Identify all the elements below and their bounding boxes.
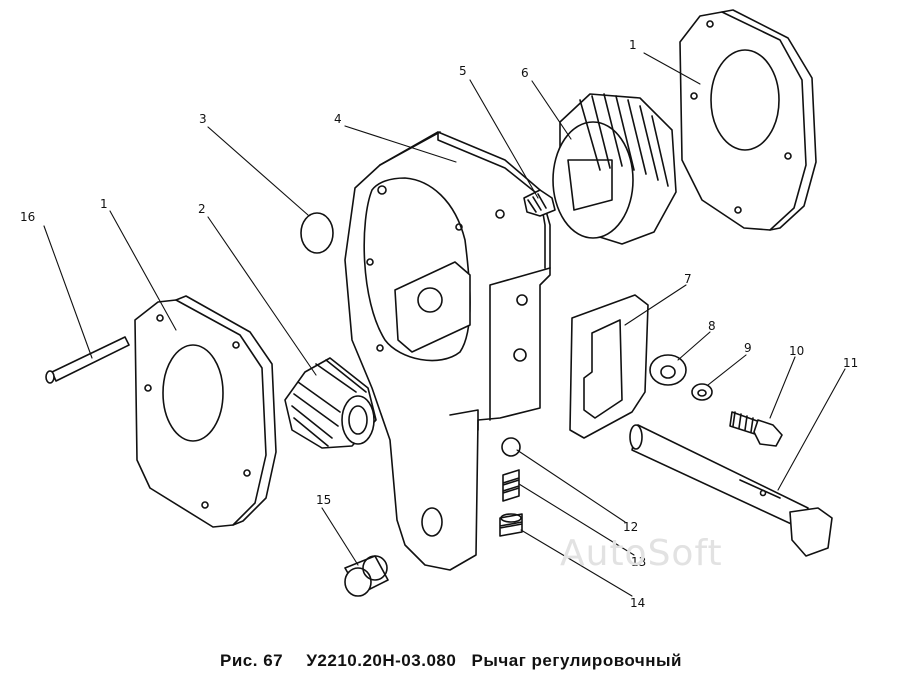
callout-4: 4 — [334, 112, 342, 126]
part-15-bushing — [344, 555, 389, 597]
callout-5: 5 — [459, 64, 467, 78]
callout-1-right: 1 — [629, 38, 637, 52]
part-1-gasket-left — [134, 295, 277, 528]
part-11-axle — [629, 424, 833, 557]
leader-16 — [43, 225, 93, 359]
callout-1-left: 1 — [100, 197, 108, 211]
leader-12 — [516, 449, 626, 523]
callout-numbers: 16 1 2 3 4 5 6 1 7 8 9 10 11 12 13 14 15 — [20, 38, 858, 610]
part-13-spring — [502, 469, 520, 502]
leader-15 — [321, 507, 359, 566]
leader-9 — [707, 354, 747, 386]
leader-2 — [207, 216, 317, 376]
part-2-worm — [284, 357, 377, 449]
leader-1-right — [643, 52, 701, 85]
leader-7 — [624, 284, 687, 326]
callout-12: 12 — [623, 520, 638, 534]
part-3-ring — [300, 212, 334, 254]
leader-1-left — [109, 210, 177, 331]
callout-10: 10 — [789, 344, 804, 358]
part-1-gasket-right — [679, 9, 817, 231]
callout-7: 7 — [684, 272, 692, 286]
callout-16: 16 — [20, 210, 35, 224]
watermark: AutoSoft — [560, 533, 723, 574]
figure-caption: Рис. 67 У2210.20Н-03.080 Рычаг регулиров… — [0, 651, 902, 671]
part-9-spring-washer — [691, 383, 713, 401]
callout-14: 14 — [630, 596, 645, 610]
callout-9: 9 — [744, 341, 752, 355]
part-code: У2210.20Н-03.080 — [306, 651, 457, 670]
part-10-bolt — [729, 411, 783, 447]
callout-6: 6 — [521, 66, 529, 80]
callout-13: 13 — [631, 555, 646, 569]
callout-3: 3 — [199, 112, 207, 126]
part-4-lever-body — [344, 131, 551, 571]
leader-lines — [43, 52, 846, 597]
leader-5 — [469, 79, 539, 199]
part-8-washer — [649, 354, 687, 386]
part-6-gear — [552, 93, 677, 245]
callout-2: 2 — [198, 202, 206, 216]
leader-11 — [777, 368, 846, 491]
figure-number: Рис. 67 — [220, 651, 284, 670]
callout-11: 11 — [843, 356, 858, 370]
part-12-ball — [501, 437, 521, 457]
leader-6 — [531, 80, 572, 140]
part-title: Рычаг регулировочный — [471, 651, 682, 670]
callout-8: 8 — [708, 319, 716, 333]
part-5-grease-nipple — [523, 189, 556, 217]
leader-8 — [677, 331, 711, 361]
callout-15: 15 — [316, 493, 331, 507]
part-7-plate — [569, 294, 649, 439]
part-16-pin — [45, 336, 130, 384]
leader-4 — [344, 125, 457, 163]
leader-14 — [520, 529, 633, 597]
leader-3 — [207, 126, 309, 216]
part-14-spring — [499, 513, 523, 537]
leader-13 — [518, 483, 635, 556]
leader-10 — [769, 356, 796, 419]
